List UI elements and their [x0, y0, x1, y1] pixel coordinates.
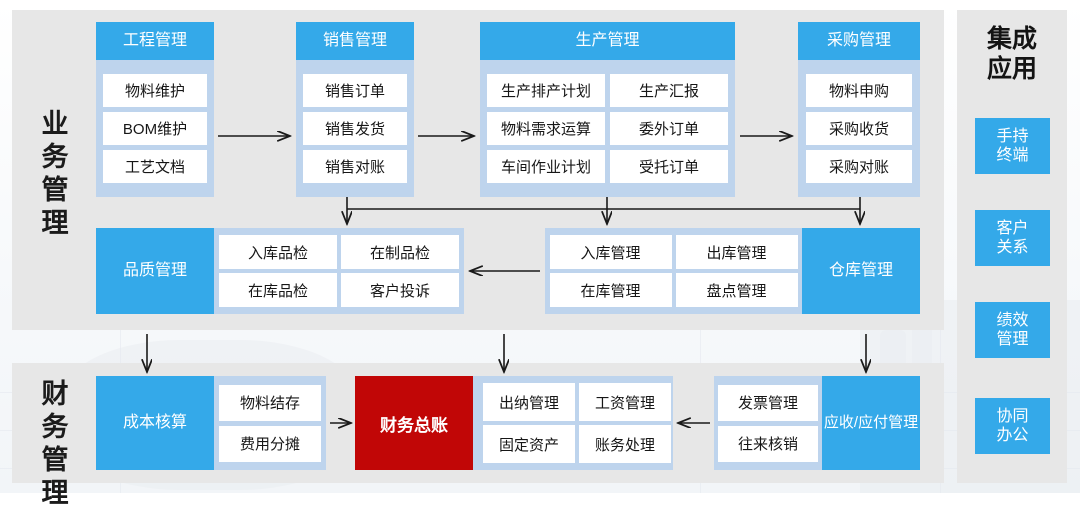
module-cell[interactable]: 受托订单 [610, 150, 728, 183]
module-group-cost-accounting[interactable]: 成本核算 物料结存 费用分摊 [96, 376, 326, 470]
group-cells: 销售订单 销售发货 销售对账 [296, 60, 414, 197]
integration-app-crm[interactable]: 客户 关系 [975, 210, 1050, 266]
title-line: 应用 [986, 55, 1037, 83]
module-cell[interactable]: 在库品检 [219, 273, 337, 307]
group-header-production[interactable]: 生产管理 [480, 22, 735, 60]
module-cell[interactable]: 委外订单 [610, 112, 728, 145]
group-header-sales[interactable]: 销售管理 [296, 22, 414, 60]
module-cell[interactable]: 采购对账 [806, 150, 912, 183]
module-cell[interactable]: BOM维护 [103, 112, 207, 145]
module-group-engineering[interactable]: 工程管理 物料维护 BOM维护 工艺文档 [96, 22, 214, 197]
app-line: 手持 [996, 128, 1029, 145]
label-char: 管 [41, 445, 69, 475]
module-cell[interactable]: 物料需求运算 [487, 112, 605, 145]
group-header-cost-accounting[interactable]: 成本核算 [96, 376, 214, 470]
group-cells: 入库品检 在制品检 在库品检 客户投诉 [214, 228, 464, 314]
app-line: 客户 [996, 220, 1029, 237]
module-cell[interactable]: 工艺文档 [103, 150, 207, 183]
module-cell[interactable]: 出库管理 [675, 235, 798, 269]
module-cell[interactable]: 采购收货 [806, 112, 912, 145]
module-group-production[interactable]: 生产管理 生产排产计划 生产汇报 物料需求运算 委外订单 车间作业计划 受托订单 [480, 22, 735, 197]
label-char: 管 [41, 175, 69, 205]
group-cells: 物料结存 费用分摊 [214, 376, 326, 470]
label-char: 业 [41, 109, 69, 139]
module-cell[interactable]: 盘点管理 [675, 273, 798, 307]
business-management-label: 业 务 管 理 [32, 108, 78, 240]
finance-management-label: 财 务 管 理 [32, 378, 78, 510]
module-cell[interactable]: 销售对账 [303, 150, 407, 183]
group-cells: 物料维护 BOM维护 工艺文档 [96, 60, 214, 197]
app-line: 办公 [996, 427, 1029, 444]
module-cell[interactable]: 固定资产 [483, 425, 575, 463]
module-cell[interactable]: 物料申购 [806, 74, 912, 107]
module-group-purchase[interactable]: 采购管理 物料申购 采购收货 采购对账 [798, 22, 920, 197]
module-cell[interactable]: 在制品检 [341, 235, 459, 269]
group-header-ar-ap[interactable]: 应收/应付 管理 [822, 376, 920, 470]
module-cell[interactable]: 物料维护 [103, 74, 207, 107]
label-char: 财 [41, 379, 69, 409]
module-cell[interactable]: 入库管理 [549, 235, 672, 269]
app-line: 协同 [996, 408, 1029, 425]
label-char: 理 [41, 208, 69, 238]
module-cell[interactable]: 入库品检 [219, 235, 337, 269]
module-cell[interactable]: 工资管理 [579, 383, 671, 421]
header-line: 应收/应付 [823, 414, 889, 431]
module-cell[interactable]: 费用分摊 [219, 425, 321, 462]
module-cell[interactable]: 生产排产计划 [487, 74, 605, 107]
label-char: 理 [41, 478, 69, 508]
title-line: 集成 [986, 25, 1037, 53]
module-group-ar-ap[interactable]: 应收/应付 管理 发票管理 往来核销 [714, 376, 920, 470]
integration-panel-title: 集成 应用 [957, 24, 1067, 84]
module-cell[interactable]: 在库管理 [549, 273, 672, 307]
module-cell[interactable]: 出纳管理 [483, 383, 575, 421]
module-cell[interactable]: 客户投诉 [341, 273, 459, 307]
module-cell[interactable]: 生产汇报 [610, 74, 728, 107]
module-cell[interactable]: 账务处理 [579, 425, 671, 463]
label-char: 务 [41, 412, 69, 442]
group-cells: 发票管理 往来核销 [714, 376, 822, 470]
app-line: 管理 [996, 331, 1029, 348]
group-cells: 生产排产计划 生产汇报 物料需求运算 委外订单 车间作业计划 受托订单 [480, 60, 735, 197]
group-header-purchase[interactable]: 采购管理 [798, 22, 920, 60]
module-cell[interactable]: 销售订单 [303, 74, 407, 107]
integration-app-handheld-terminal[interactable]: 手持 终端 [975, 118, 1050, 174]
app-line: 绩效 [996, 312, 1029, 329]
group-header-warehouse[interactable]: 仓库管理 [802, 228, 920, 314]
group-cells: 入库管理 出库管理 在库管理 盘点管理 [545, 228, 802, 314]
app-line: 终端 [996, 147, 1029, 164]
group-header-quality[interactable]: 品质管理 [96, 228, 214, 314]
group-header-engineering[interactable]: 工程管理 [96, 22, 214, 60]
module-cell[interactable]: 车间作业计划 [487, 150, 605, 183]
module-cell[interactable]: 物料结存 [219, 384, 321, 421]
module-group-sales[interactable]: 销售管理 销售订单 销售发货 销售对账 [296, 22, 414, 197]
app-line: 关系 [996, 239, 1029, 256]
group-cells: 物料申购 采购收货 采购对账 [798, 60, 920, 197]
header-line: 管理 [888, 414, 919, 431]
module-general-ledger[interactable]: 财务总账 [355, 376, 473, 470]
module-group-ledger-detail[interactable]: 出纳管理 工资管理 固定资产 账务处理 [473, 376, 673, 470]
module-cell[interactable]: 发票管理 [718, 384, 818, 421]
integration-app-oa[interactable]: 协同 办公 [975, 398, 1050, 454]
module-group-warehouse[interactable]: 仓库管理 入库管理 出库管理 在库管理 盘点管理 [545, 228, 920, 314]
module-cell[interactable]: 往来核销 [718, 425, 818, 462]
module-group-quality[interactable]: 品质管理 入库品检 在制品检 在库品检 客户投诉 [96, 228, 464, 314]
module-cell[interactable]: 销售发货 [303, 112, 407, 145]
label-char: 务 [41, 142, 69, 172]
group-cells: 出纳管理 工资管理 固定资产 账务处理 [473, 376, 681, 470]
integration-app-performance[interactable]: 绩效 管理 [975, 302, 1050, 358]
